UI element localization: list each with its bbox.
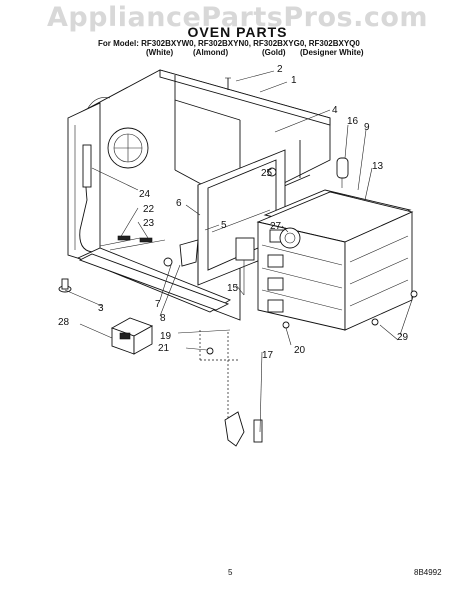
callout-20: 20	[294, 345, 306, 356]
callout-15: 15	[227, 283, 239, 294]
callout-29: 29	[397, 332, 409, 343]
gear-27	[279, 227, 301, 249]
color-white: (White)	[146, 48, 174, 57]
page-number: 5	[228, 568, 233, 577]
callout-23: 23	[143, 218, 155, 229]
callout-28: 28	[58, 317, 70, 328]
hinge-bracket	[199, 330, 263, 447]
page-title: OVEN PARTS	[187, 24, 288, 40]
callout-17: 17	[262, 350, 274, 361]
document-number: 8B4992	[414, 568, 442, 577]
callout-4: 4	[332, 105, 338, 116]
callout-13: 13	[372, 161, 384, 172]
part-28-box	[110, 317, 154, 355]
rack-clip-29	[371, 290, 418, 326]
callout-24: 24	[139, 189, 151, 200]
screw-21	[185, 347, 214, 355]
callout-5: 5	[221, 220, 227, 231]
callout-1: 1	[291, 75, 297, 86]
callout-numbers: 2 1 4 16 9 13 25 24 6 22 5 23 27 15 7 3 …	[58, 64, 409, 361]
color-almond: (Almond)	[193, 48, 229, 57]
callout-25: 25	[261, 168, 273, 179]
watermark: AppliancePartsPros.com	[46, 2, 429, 33]
screw-2	[225, 77, 231, 90]
callout-16: 16	[347, 116, 359, 127]
callout-3: 3	[98, 303, 104, 314]
color-designer-white: (Designer White)	[300, 48, 364, 57]
callout-27: 27	[270, 221, 282, 232]
callout-21: 21	[158, 343, 170, 354]
callout-6: 6	[176, 198, 182, 209]
screw-20	[282, 321, 290, 329]
leader-lines	[64, 70, 414, 433]
callout-9: 9	[364, 122, 370, 133]
control-bracket	[235, 237, 255, 295]
callout-19: 19	[160, 331, 172, 342]
callout-8: 8	[160, 313, 166, 324]
temperature-sensor	[79, 144, 166, 253]
callout-22: 22	[143, 204, 155, 215]
model-line: For Model: RF302BXYW0, RF302BXYN0, RF302…	[98, 39, 360, 48]
callout-2: 2	[277, 64, 283, 75]
leg-leveler	[58, 278, 72, 293]
callout-7: 7	[155, 299, 161, 310]
oven-light-bulb	[336, 157, 349, 188]
oven-racks	[256, 189, 414, 331]
color-gold: (Gold)	[262, 48, 286, 57]
